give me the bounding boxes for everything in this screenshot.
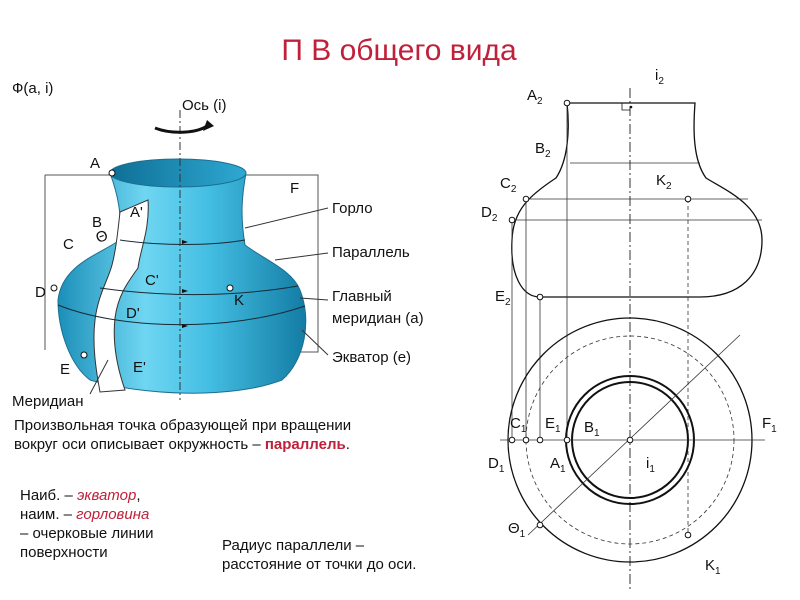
parallel-arrow-2 xyxy=(182,289,188,293)
label-d-prime: D' xyxy=(126,305,140,322)
label-e2: E2 xyxy=(495,288,511,308)
label-i2: i2 xyxy=(655,67,664,87)
callout-parallel: Параллель xyxy=(332,244,410,261)
label-a: A xyxy=(90,155,100,172)
label-b1: B1 xyxy=(584,419,600,439)
label-k1: K1 xyxy=(705,557,721,577)
label-b2: B2 xyxy=(535,140,551,160)
point-e xyxy=(80,351,88,359)
point-k1 xyxy=(684,531,692,539)
label-d2: D2 xyxy=(481,204,498,224)
point-d2 xyxy=(508,216,516,224)
label-c2: C2 xyxy=(500,175,517,195)
label-e: E xyxy=(60,361,70,378)
label-theta: Θ xyxy=(94,227,111,247)
min-prefix: наим. – xyxy=(20,506,77,523)
max-line: Наиб. – экватор, xyxy=(20,486,220,505)
rotation-explanation: Произвольная точка образующей при вращен… xyxy=(14,416,484,454)
keyword-parallel: параллель xyxy=(264,436,346,453)
point-k2 xyxy=(684,195,692,203)
label-f1: F1 xyxy=(762,415,777,435)
outline-line-1: – очерковые линии xyxy=(20,525,154,542)
parallel-line xyxy=(99,285,299,296)
outline-line-2: поверхности xyxy=(20,544,108,561)
leader-throat xyxy=(244,207,329,229)
axis-label: Ось (i) xyxy=(182,97,226,114)
label-a1: A1 xyxy=(550,455,566,475)
equator-line xyxy=(57,304,306,326)
callout-equator: Экватор (е) xyxy=(332,349,411,366)
point-a1 xyxy=(563,436,571,444)
meridian-plane-right-edge xyxy=(245,174,319,353)
leader-meridian xyxy=(89,359,109,395)
rotation-arrow xyxy=(154,124,208,134)
vase-3d-figure xyxy=(44,110,329,400)
point-d1 xyxy=(508,436,516,444)
leader-main-meridian xyxy=(299,297,329,301)
parallel-arrow-3 xyxy=(182,324,188,328)
vase-surface xyxy=(57,172,307,394)
label-e1: E1 xyxy=(545,415,561,435)
min-line: наим. – горловина xyxy=(20,505,220,524)
label-k: K xyxy=(234,292,244,309)
leader-parallel xyxy=(274,252,329,261)
keyword-throat: горловина xyxy=(76,506,150,523)
radius-line-2: расстояние от точки до оси. xyxy=(222,556,417,573)
rotation-line-2-prefix: вокруг оси описывает окружность – xyxy=(14,436,265,453)
point-e2 xyxy=(536,293,544,301)
point-d xyxy=(50,284,58,292)
callout-main-meridian-2: меридиан (а) xyxy=(332,310,424,327)
label-c-prime: C' xyxy=(145,272,159,289)
orthographic-projection xyxy=(500,88,765,590)
rotation-line-2: вокруг оси описывает окружность – паралл… xyxy=(14,435,484,454)
point-e1 xyxy=(536,436,544,444)
label-f: F xyxy=(290,180,299,197)
label-e-prime: E' xyxy=(133,359,146,376)
front-view-outline xyxy=(511,102,763,298)
point-a xyxy=(108,169,116,177)
label-a-prime: A' xyxy=(130,204,143,221)
point-i1 xyxy=(626,436,634,444)
right-angle-dot xyxy=(629,105,633,109)
label-theta1: Θ1 xyxy=(508,520,526,540)
surface-label: Ф(a, i) xyxy=(12,80,53,97)
label-c1: C1 xyxy=(510,415,527,435)
radius-note: Радиус параллели – расстояние от точки д… xyxy=(222,536,492,574)
top-diagonal-line xyxy=(527,334,741,536)
point-k xyxy=(226,284,234,292)
meridian-section-cutout xyxy=(93,199,149,393)
point-c1 xyxy=(522,436,530,444)
radius-line-1: Радиус параллели – xyxy=(222,537,365,554)
leader-equator xyxy=(301,329,329,356)
callout-throat: Горло xyxy=(332,200,373,217)
label-i1: i1 xyxy=(646,455,655,475)
throat-parallel-line xyxy=(119,239,246,245)
max-prefix: Наиб. – xyxy=(20,487,77,504)
label-b: B xyxy=(92,214,102,231)
rotation-arrow-head xyxy=(203,120,214,131)
label-d1: D1 xyxy=(488,455,505,475)
rotation-line-1: Произвольная точка образующей при вращен… xyxy=(14,417,352,434)
rotation-line-2-suffix: . xyxy=(345,436,350,453)
label-c: C xyxy=(63,236,74,253)
page-title: П В общего вида xyxy=(281,34,517,67)
parallel-arrow-1 xyxy=(182,240,188,244)
max-suffix: , xyxy=(136,487,141,504)
extremes-note: Наиб. – экватор, наим. – горловина – оче… xyxy=(20,486,220,562)
point-theta1 xyxy=(536,521,544,529)
point-a2 xyxy=(563,99,571,107)
vase-mouth xyxy=(109,158,247,188)
label-a2: A2 xyxy=(527,87,543,107)
callout-main-meridian-1: Главный xyxy=(332,288,392,305)
label-k2: K2 xyxy=(656,172,672,192)
point-c2 xyxy=(522,195,530,203)
right-angle-mark xyxy=(621,103,630,111)
callout-meridian: Меридиан xyxy=(12,393,83,410)
label-d: D xyxy=(35,284,46,301)
keyword-equator: экватор xyxy=(77,487,137,504)
